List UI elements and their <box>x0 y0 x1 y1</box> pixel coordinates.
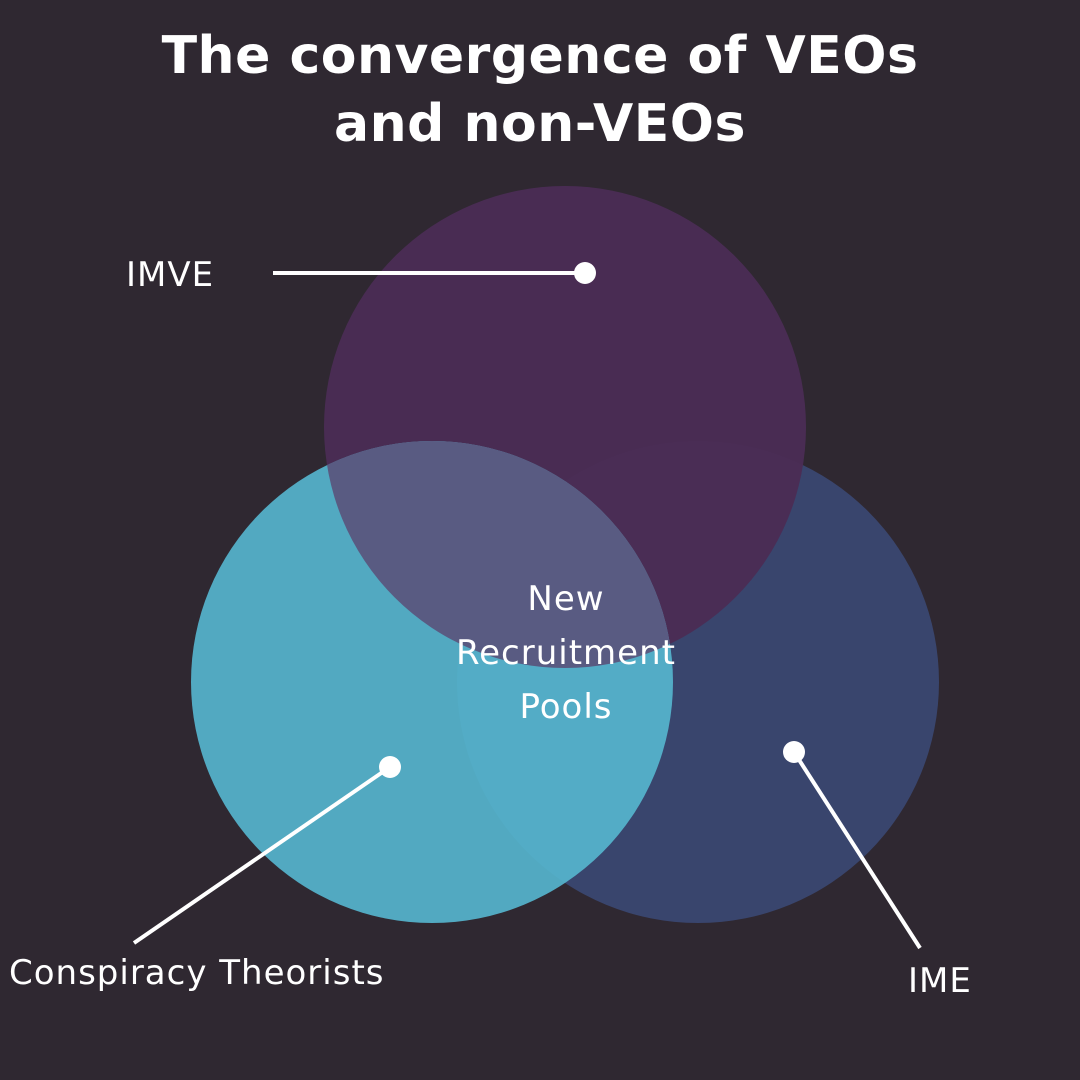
conspiracy-callout-line <box>132 765 392 945</box>
center-label-line-2: Recruitment <box>456 633 676 673</box>
center-label: New Recruitment Pools <box>416 572 716 734</box>
diagram-title: The convergence of VEOs and non-VEOs <box>0 22 1080 158</box>
center-label-line-3: Pools <box>519 687 613 727</box>
ime-label: IME <box>908 961 972 1001</box>
conspiracy-theorists-label: Conspiracy Theorists <box>9 953 385 993</box>
overlap-region <box>324 441 673 668</box>
ime-callout-line <box>792 750 922 950</box>
title-line-2: and non-VEOs <box>334 94 746 154</box>
conspiracy-callout-dot <box>379 756 401 778</box>
ime-callout-dot <box>783 741 805 763</box>
center-label-line-1: New <box>527 579 605 619</box>
imve-callout-dot <box>574 262 596 284</box>
imve-label: IMVE <box>126 255 215 295</box>
title-line-1: The convergence of VEOs <box>161 26 919 86</box>
